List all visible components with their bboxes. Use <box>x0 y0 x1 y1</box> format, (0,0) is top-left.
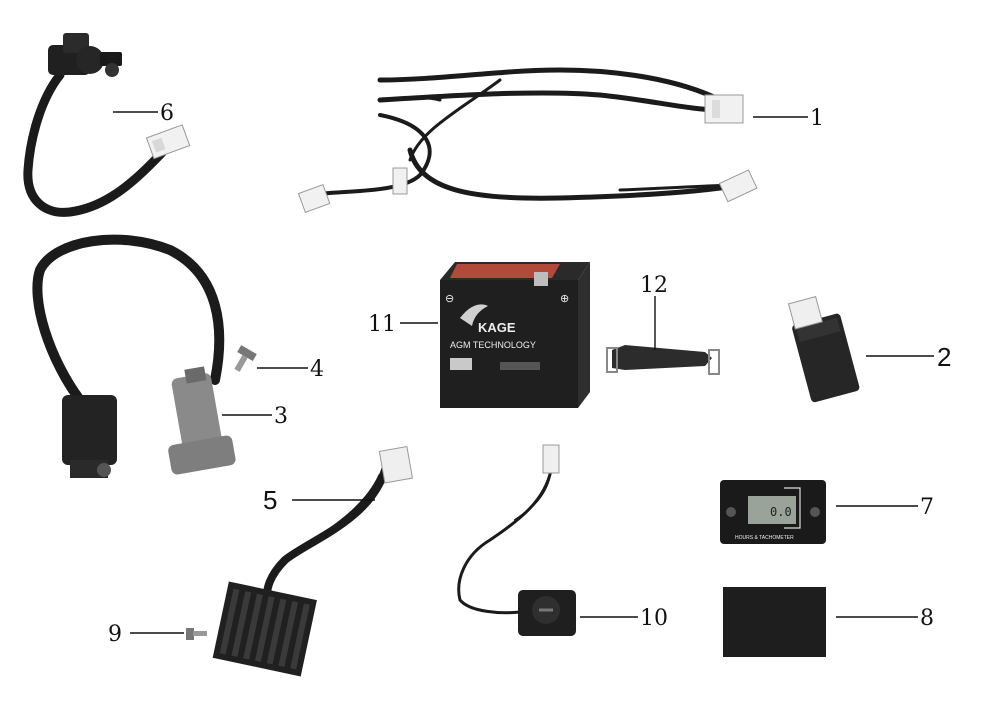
callout-12: 12 <box>640 273 668 298</box>
callout-3: 3 <box>274 404 288 429</box>
part-12-battery-strap: 12 <box>606 273 720 375</box>
callout-6: 6 <box>160 101 174 126</box>
callout-7: 7 <box>920 495 934 520</box>
callout-9: 9 <box>108 622 122 647</box>
part-1-wiring-harness: 1 <box>297 67 824 213</box>
part-10-switch: 10 <box>457 444 668 636</box>
part-8-mounting-pad: 8 <box>723 587 934 657</box>
battery-minus-symbol: ⊖ <box>445 293 454 305</box>
callout-1: 1 <box>810 106 824 131</box>
callout-10: 10 <box>640 606 668 631</box>
hour-meter-display: 0.0 <box>770 505 792 519</box>
part-6-ignition-switch: 6 <box>23 33 191 217</box>
battery-technology: AGM TECHNOLOGY <box>450 340 536 350</box>
part-7-hour-meter: 0.0 HOURS & TACHOMETER 7 <box>720 480 934 544</box>
part-2-cdi-unit: 2 <box>787 296 951 403</box>
hour-meter-caption: HOURS & TACHOMETER <box>735 535 794 541</box>
callout-2: 2 <box>937 342 951 372</box>
callout-4: 4 <box>310 357 324 382</box>
battery-plus-symbol: ⊕ <box>560 293 569 305</box>
part-3-ignition-coil: 3 <box>32 234 288 478</box>
part-4-screw: 4 <box>234 345 324 382</box>
callout-5: 5 <box>263 485 277 515</box>
callout-11: 11 <box>368 312 396 337</box>
callout-8: 8 <box>920 606 934 631</box>
part-5-regulator-rectifier: 5 <box>212 445 414 677</box>
part-9-screw: 9 <box>108 622 207 647</box>
part-11-battery: ⊖ ⊕ KAGE AGM TECHNOLOGY 11 <box>368 262 590 408</box>
battery-brand: KAGE <box>478 320 516 335</box>
